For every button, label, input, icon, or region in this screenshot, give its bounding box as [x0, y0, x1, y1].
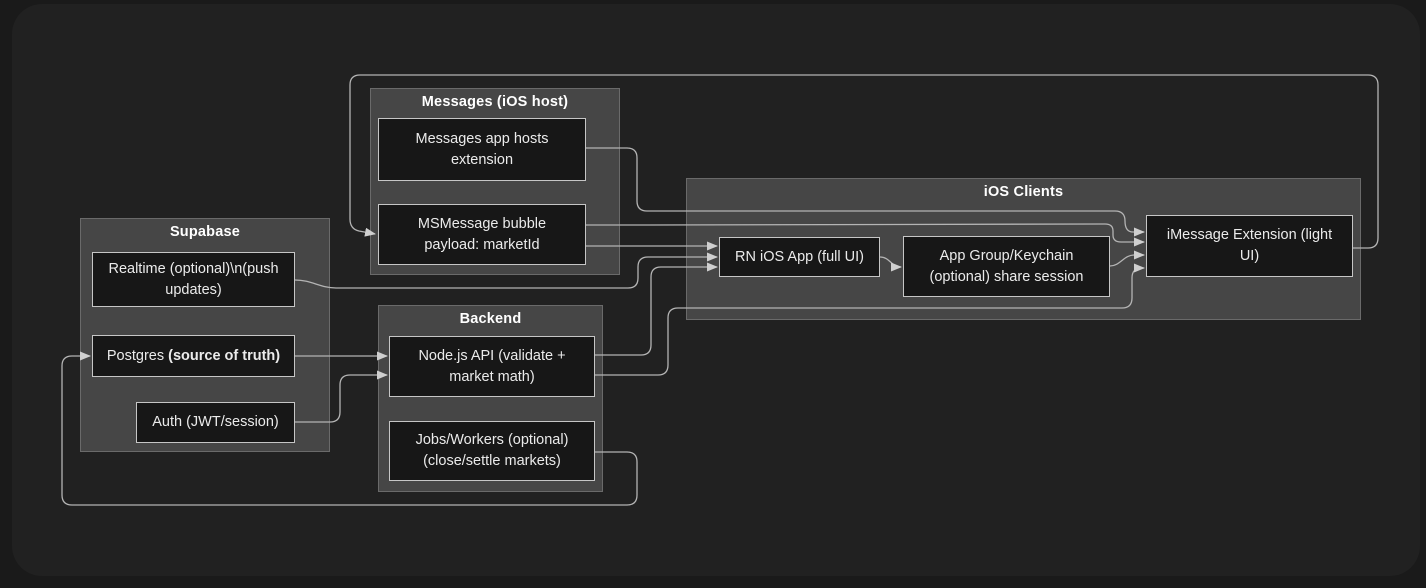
node-app-group-line1: App Group/Keychain — [939, 247, 1074, 264]
edge-imessage-ext-to-ms-bubble — [349, 74, 1379, 249]
node-auth: Auth (JWT/session) — [136, 402, 295, 443]
node-imessage-ext-line2: UI) — [1239, 248, 1260, 264]
edge-jobs-to-postgres — [61, 351, 638, 506]
node-app-group-line2: (optional) share session — [929, 268, 1084, 285]
edge-ms-bubble-to-imessage-ext — [586, 223, 1145, 247]
node-node-api-line2: market math) — [449, 368, 535, 385]
node-node-api-line1: Node.js API (validate + — [418, 347, 566, 364]
node-auth-label: Auth (JWT/session) — [152, 414, 279, 430]
edge-auth-to-node-api — [295, 370, 388, 423]
edge-messages-host-to-imessage-ext — [586, 147, 1145, 237]
node-jobs-line2: (close/settle markets) — [423, 453, 561, 469]
node-rn-app: RN iOS App (full UI) — [719, 237, 880, 277]
edge-realtime-to-rn-app — [294, 252, 718, 289]
edge-node-api-to-imessage-ext — [595, 263, 1145, 376]
node-imessage-ext-line1: iMessage Extension (light — [1166, 227, 1333, 243]
node-app-group: App Group/Keychain (optional) share sess… — [903, 236, 1110, 297]
node-imessage-ext: iMessage Extension (light UI) — [1146, 215, 1353, 277]
node-ms-bubble-line2: payload: marketId — [424, 236, 540, 253]
node-realtime-line2: updates) — [165, 281, 222, 298]
node-jobs: Jobs/Workers (optional) (close/settle ma… — [389, 421, 595, 481]
group-backend-title: Backend — [459, 311, 522, 327]
node-ms-bubble: MSMessage bubble payload: marketId — [378, 204, 586, 265]
edge-node-api-to-rn-app — [595, 262, 718, 356]
node-realtime: Realtime (optional)\n(push updates) — [92, 252, 295, 307]
node-postgres: Postgres (source of truth) — [92, 335, 295, 377]
edge-app-group-to-imessage-ext — [1109, 250, 1145, 267]
node-postgres-label: Postgres (source of truth) — [106, 347, 281, 364]
group-supabase-title: Supabase — [169, 224, 241, 240]
node-jobs-line1: Jobs/Workers (optional) — [415, 432, 569, 448]
node-messages-host-line1: Messages app hosts — [415, 130, 549, 147]
node-realtime-line1: Realtime (optional)\n(push — [108, 260, 279, 277]
node-messages-host: Messages app hosts extension — [378, 118, 586, 181]
edge-rn-app-to-app-group — [879, 256, 902, 272]
node-ms-bubble-line1: MSMessage bubble — [417, 215, 547, 232]
node-messages-host-line2: extension — [450, 151, 514, 168]
node-node-api: Node.js API (validate + market math) — [389, 336, 595, 397]
node-rn-app-label: RN iOS App (full UI) — [735, 248, 864, 265]
group-ios-clients-title: iOS Clients — [983, 184, 1064, 200]
group-messages-title: Messages (iOS host) — [421, 94, 569, 110]
